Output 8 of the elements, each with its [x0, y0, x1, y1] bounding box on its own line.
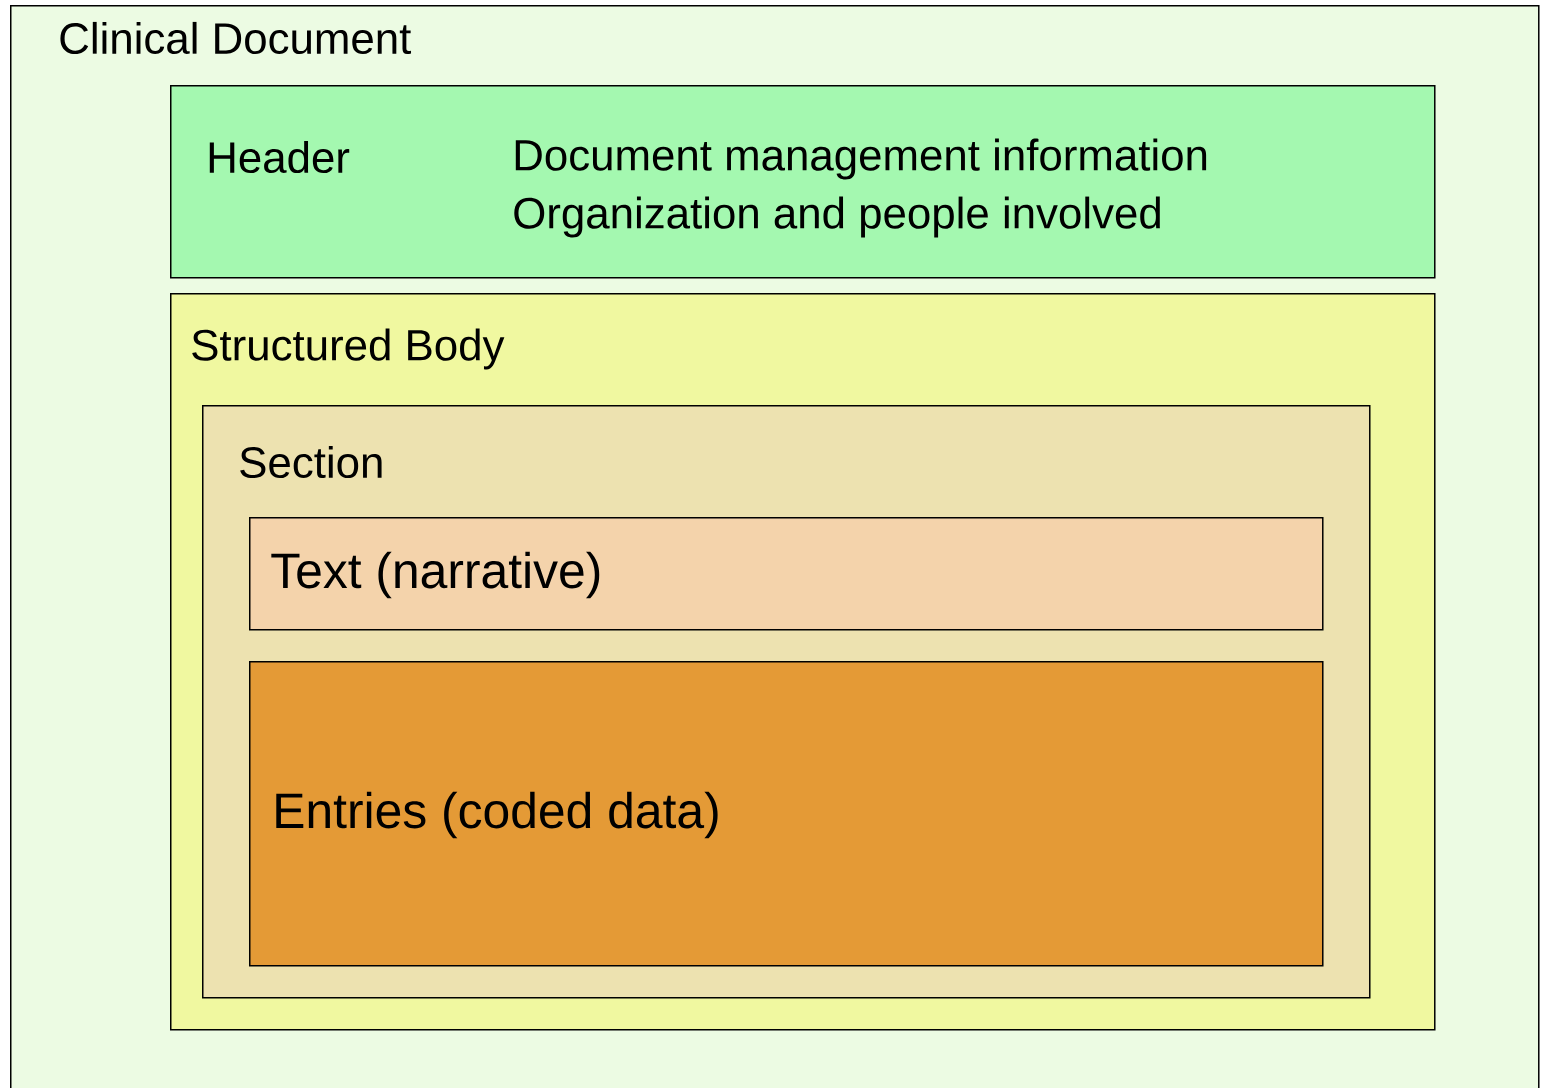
box-title: Entries (coded data): [276, 791, 718, 839]
box-title: Clinical Document: [60, 21, 411, 55]
box-title: Header: [209, 140, 350, 174]
box-title: Document management information: [515, 138, 1207, 180]
box-title: Text (narrative): [271, 551, 600, 599]
box-title: Section: [240, 445, 382, 479]
box-title: Organization and people involved: [514, 196, 1160, 238]
box-title: Structured Body: [192, 328, 505, 370]
